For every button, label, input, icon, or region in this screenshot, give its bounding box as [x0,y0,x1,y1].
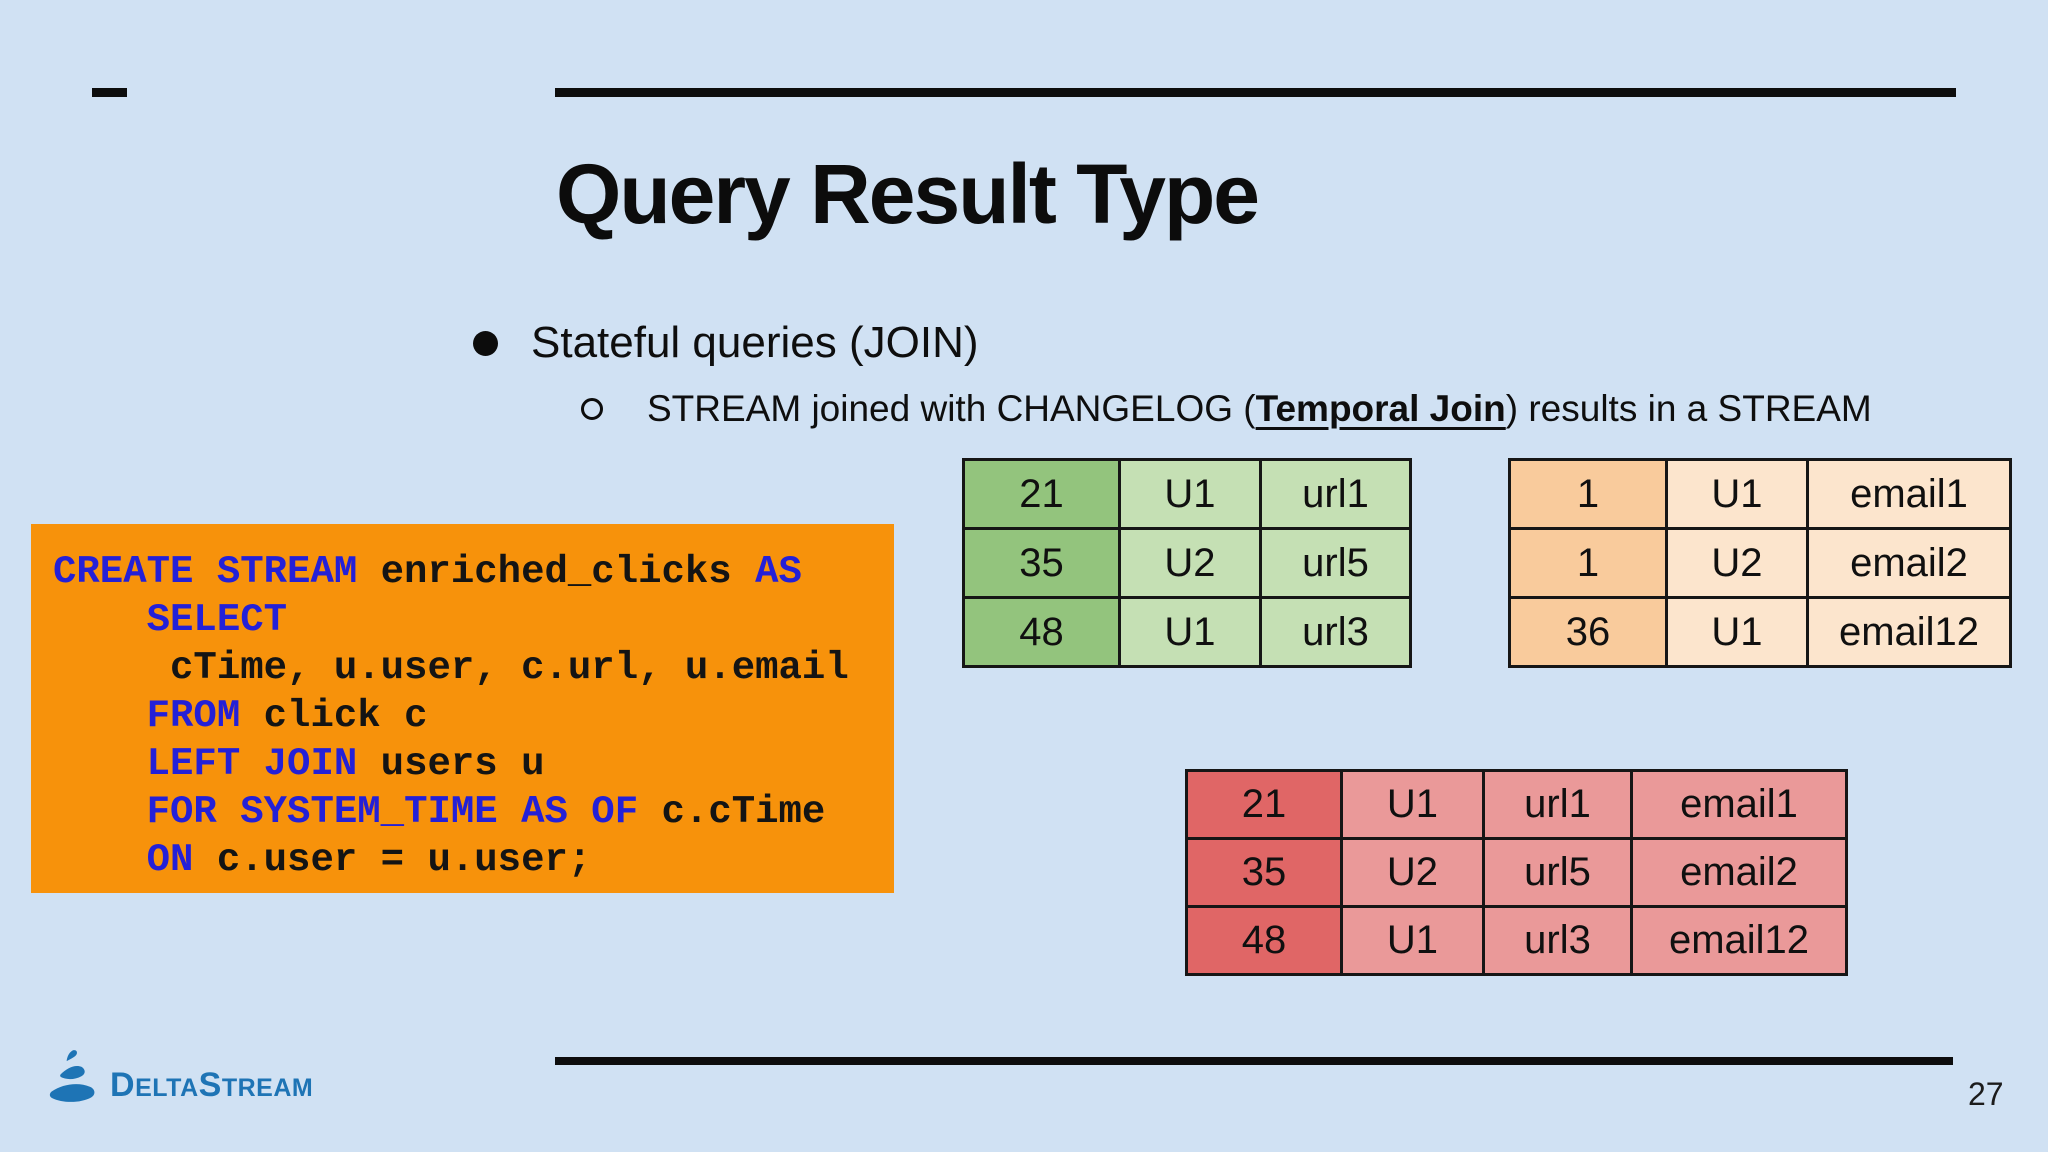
table-cell: 21 [1185,769,1343,840]
table-cell: url5 [1259,527,1412,599]
sql-text [53,742,147,786]
table-cell: U2 [1118,527,1262,599]
header-dash [92,88,127,97]
sql-keyword: AS [755,550,802,594]
table-cell: email1 [1806,458,2012,530]
table-cell: U1 [1118,596,1262,668]
deltastream-wordmark: DELTASTREAM [110,1054,313,1102]
sql-text [53,694,147,738]
sql-text [53,598,147,642]
table-cell: 36 [1508,596,1668,668]
table-cell: email2 [1630,837,1848,908]
table-cell: url3 [1482,905,1633,976]
code-line: FOR SYSTEM_TIME AS OF c.cTime [53,788,894,836]
wordmark-elta: ELTA [135,1074,199,1102]
table-cell: U1 [1118,458,1262,530]
code-line: FROM click c [53,692,894,740]
table-cell: U1 [1340,769,1485,840]
sql-keyword: ON [146,838,194,882]
table-cell: U1 [1665,458,1809,530]
table-cell: U2 [1340,837,1485,908]
subbullet-text: STREAM joined with CHANGELOG (Temporal J… [647,388,1872,430]
bullet-circle-icon [581,398,603,420]
table-cell: 35 [962,527,1121,599]
table-cell: email12 [1630,905,1848,976]
table-cell: 48 [1185,905,1343,976]
subbullet-text-pre: STREAM joined with CHANGELOG ( [647,388,1256,429]
deltastream-delta-icon [49,1050,95,1102]
bullet-dot-icon [473,330,498,356]
code-line: cTime, u.user, c.url, u.email [53,644,894,692]
sql-text [53,838,147,882]
sql-code-block: CREATE STREAM enriched_clicks AS SELECT … [31,524,894,893]
page-title: Query Result Type [556,147,1260,241]
deltastream-logo: DELTASTREAM [42,1048,313,1108]
sql-keyword: LEFT JOIN [146,742,358,786]
sql-text: click c [240,694,428,738]
wordmark-s: S [198,1066,222,1104]
subbullet-text-emphasis: Temporal Join [1255,388,1506,429]
table-cell: url1 [1482,769,1633,840]
table-cell: U2 [1665,527,1809,599]
sql-text: cTime, u.user, c.url, u.email [53,646,849,690]
code-line: SELECT [53,596,894,644]
table-cell: url3 [1259,596,1412,668]
table-cell: url5 [1482,837,1633,908]
sql-keyword: FOR SYSTEM_TIME AS OF [146,790,639,834]
table-cell: U1 [1340,905,1485,976]
bullet-stateful-queries: Stateful queries (JOIN) [473,318,979,368]
table-cell: email12 [1806,596,2012,668]
table-cell: 1 [1508,527,1668,599]
table-cell: email2 [1806,527,2012,599]
subbullet-text-post: ) results in a STREAM [1505,388,1872,429]
sql-text [53,790,147,834]
wordmark-tream: TREAM [221,1074,314,1102]
code-line: LEFT JOIN users u [53,740,894,788]
sql-keyword: SELECT [146,598,288,642]
table-cell: 1 [1508,458,1668,530]
code-line: ON c.user = u.user; [53,836,894,884]
table-cell: 35 [1185,837,1343,908]
bullet-text: Stateful queries (JOIN) [531,318,979,367]
table-cell: email1 [1630,769,1848,840]
page-number: 27 [1968,1076,2004,1112]
wordmark-d: D [110,1066,136,1104]
table-cell: url1 [1259,458,1412,530]
sql-keyword: CREATE STREAM [53,550,381,594]
sql-text: users u [357,742,545,786]
table-cell: U1 [1665,596,1809,668]
bottom-rule [555,1057,1953,1065]
sql-text: enriched_clicks [380,550,756,594]
table-cell: 21 [962,458,1121,530]
table-cell: 48 [962,596,1121,668]
subbullet-temporal-join: STREAM joined with CHANGELOG (Temporal J… [581,388,1872,430]
code-line: CREATE STREAM enriched_clicks AS [53,548,894,596]
sql-keyword: FROM [146,694,241,738]
top-rule [555,88,1956,97]
sql-text: c.cTime [638,790,826,834]
sql-text: c.user = u.user; [193,838,592,882]
